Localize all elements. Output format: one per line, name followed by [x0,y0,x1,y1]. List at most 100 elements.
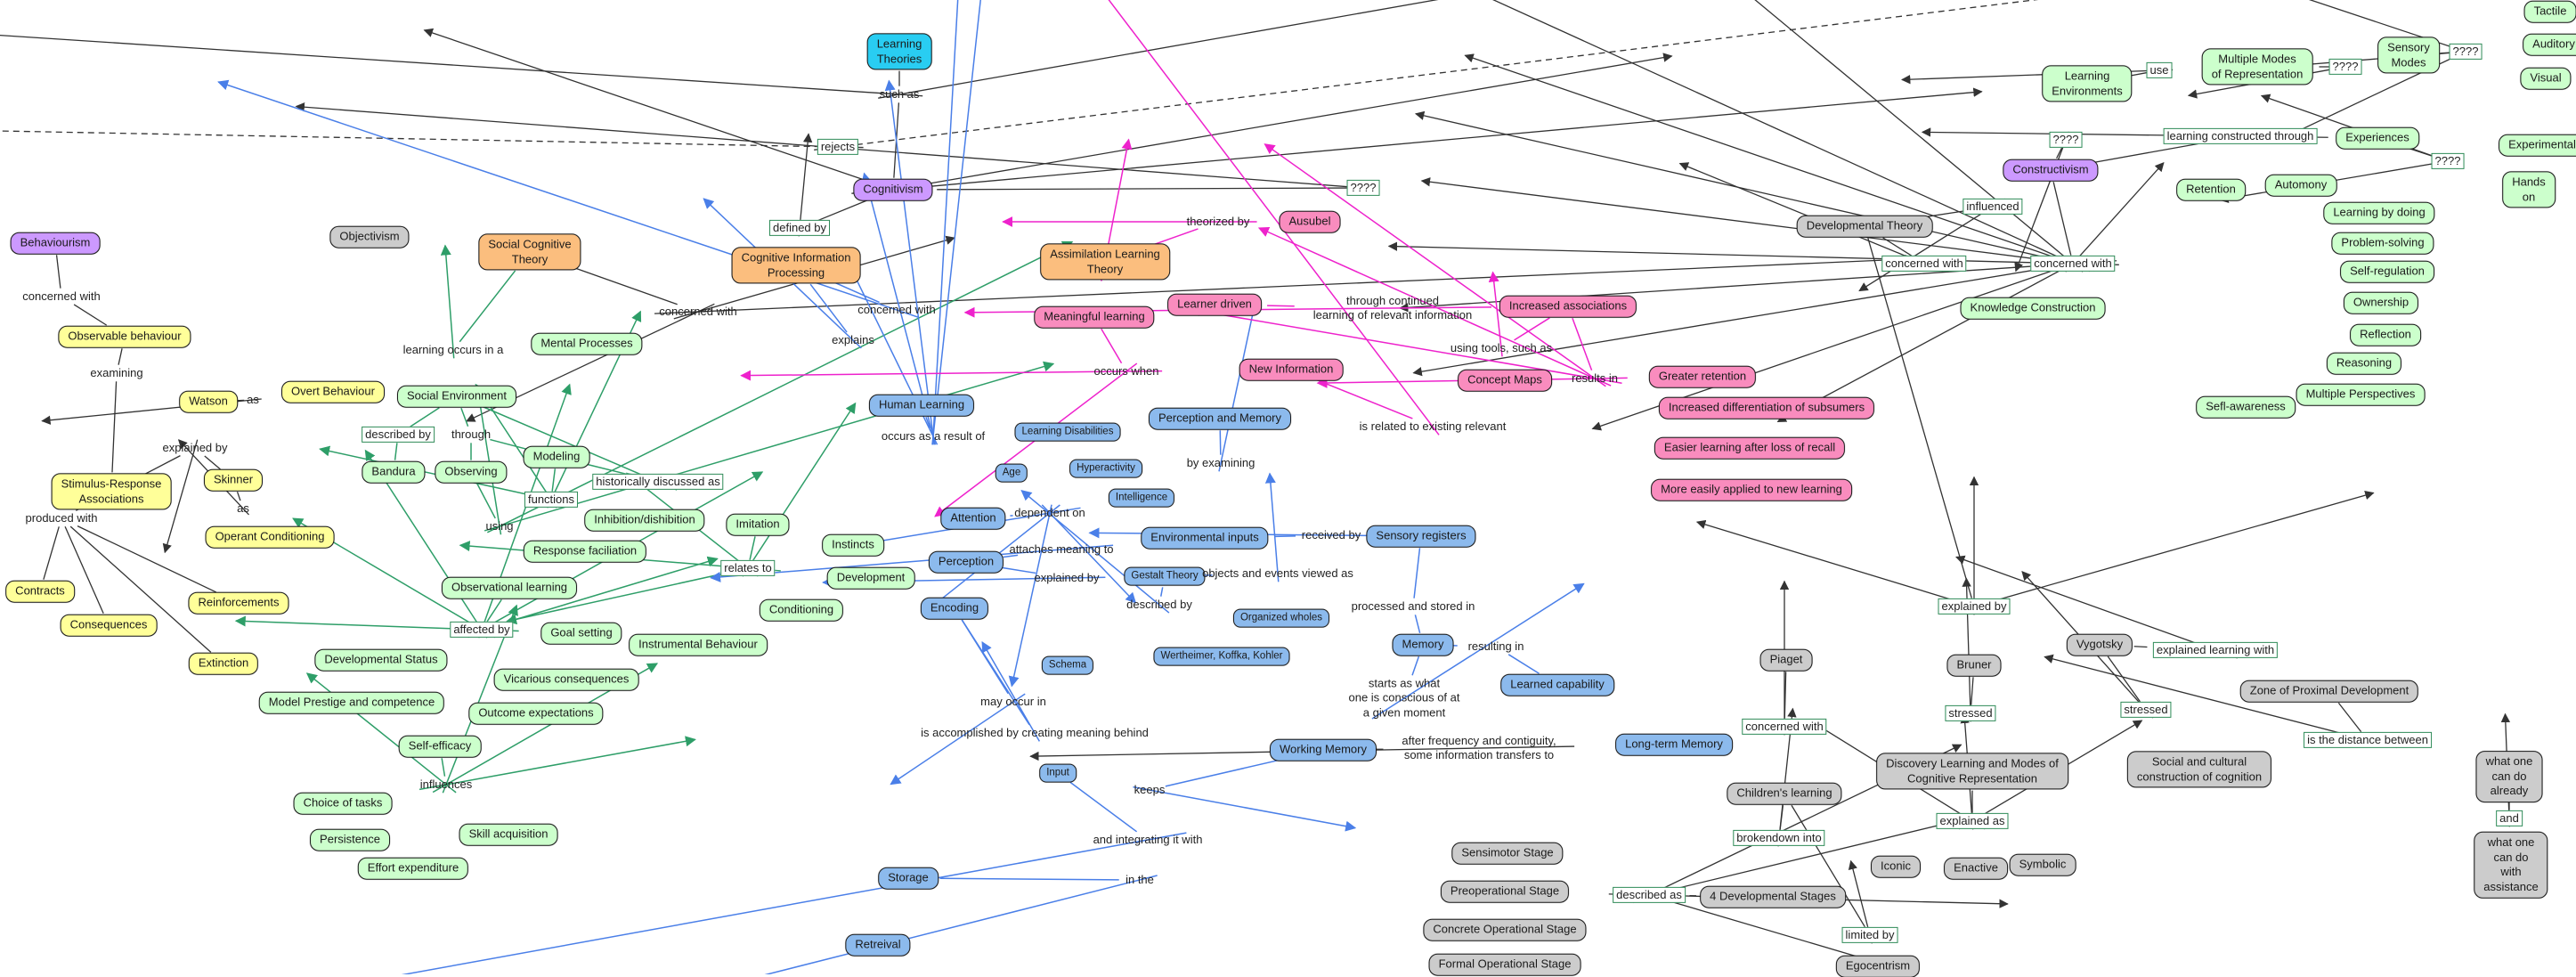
link-phrase-b25[interactable]: stressed [2120,702,2171,718]
link-phrase-l4[interactable]: as [245,393,261,407]
constructivism-node[interactable]: Constructivism [2003,159,2098,182]
skinner-node[interactable]: Skinner [204,469,263,492]
concrete-operational-node[interactable]: Concrete Operational Stage [1423,919,1586,941]
contracts-node[interactable]: Contracts [5,581,75,603]
link-phrase-l15[interactable]: theorized by [1185,215,1252,229]
link-phrase-l5[interactable]: explained by [161,441,230,455]
developmental-theory-node[interactable]: Developmental Theory [1797,216,1933,238]
instrumental-behaviour-node[interactable]: Instrumental Behaviour [629,634,768,656]
link-phrase-l11[interactable]: influences [418,778,475,792]
mental-processes-node[interactable]: Mental Processes [531,333,642,355]
meaningful-learning-node[interactable]: Meaningful learning [1034,306,1154,329]
intelligence-node[interactable]: Intelligence [1109,489,1174,508]
observing-node[interactable]: Observing [435,461,507,484]
link-phrase-b7[interactable]: relates to [720,560,775,576]
extinction-node[interactable]: Extinction [189,653,258,675]
overt-behaviour-node[interactable]: Overt Behaviour [281,381,385,403]
link-phrase-b14[interactable]: ???? [2329,59,2362,75]
observational-learning-node[interactable]: Observational learning [442,577,577,599]
increased-associations-node[interactable]: Increased associations [1499,296,1637,318]
encoding-node[interactable]: Encoding [921,598,988,620]
tactile-node[interactable]: Tactile [2524,1,2576,23]
social-cultural-node[interactable]: Social and cultural construction of cogn… [2127,751,2271,787]
link-phrase-b17[interactable]: ???? [2432,153,2465,169]
learned-capability-node[interactable]: Learned capability [1500,674,1614,696]
behaviourism-node[interactable]: Behaviourism [11,232,101,255]
modeling-node[interactable]: Modeling [524,446,590,468]
auditory-node[interactable]: Auditory [2523,34,2576,56]
link-phrase-l1[interactable]: such as [878,87,922,102]
what-already-node[interactable]: what one can do already [2476,751,2543,802]
link-phrase-l36[interactable]: and integrating it with [1092,833,1205,847]
link-phrase-b18[interactable]: explained by [1938,598,2011,615]
stimulus-response-node[interactable]: Stimulus-Response Associations [52,473,172,509]
easier-learning-node[interactable]: Easier learning after loss of recall [1654,437,1845,460]
conditioning-node[interactable]: Conditioning [760,599,843,622]
experimental-node[interactable]: Experimental [2499,134,2576,157]
assimilation-learning-theory-node[interactable]: Assimilation Learning Theory [1040,243,1170,280]
link-phrase-l30[interactable]: resulting in [1467,639,1526,654]
knowledge-construction-node[interactable]: Knowledge Construction [1961,297,2106,320]
piaget-node[interactable]: Piaget [1760,649,1813,672]
link-phrase-l29[interactable]: processed and stored in [1350,599,1477,614]
link-phrase-b16[interactable]: learning constructed through [2164,128,2318,144]
automony-node[interactable]: Automony [2265,175,2337,197]
self-regulation-node[interactable]: Self-regulation [2340,261,2434,283]
learning-theories-node[interactable]: Learning Theories [867,33,932,69]
link-phrase-b15[interactable]: ???? [2450,44,2483,60]
link-phrase-l6[interactable]: as [235,501,251,516]
link-phrase-l14[interactable]: explains [830,333,876,347]
link-phrase-l22[interactable]: dependent on [1012,506,1087,520]
link-phrase-l23[interactable]: by examining [1185,456,1257,470]
link-phrase-b13[interactable]: use [2147,62,2173,78]
learner-driven-node[interactable]: Learner driven [1167,294,1262,316]
instincts-node[interactable]: Instincts [822,534,884,557]
four-dev-stages-node[interactable]: 4 Developmental Stages [1700,886,1846,908]
experiences-node[interactable]: Experiences [2336,127,2419,150]
link-phrase-b28[interactable]: and [2496,810,2523,826]
memory-node[interactable]: Memory [1393,634,1454,656]
learning-environments-node[interactable]: Learning Environments [2042,65,2132,102]
vicarious-consequences-node[interactable]: Vicarious consequences [494,669,639,691]
link-phrase-b24[interactable]: explained as [1937,813,2009,829]
attention-node[interactable]: Attention [940,508,1005,530]
imitation-node[interactable]: Imitation [726,514,789,536]
reinforcements-node[interactable]: Reinforcements [188,592,288,615]
perception-node[interactable]: Perception [929,551,1004,574]
environmental-inputs-node[interactable]: Environmental inputs [1141,527,1268,550]
link-phrase-l24[interactable]: attaches meaning to [1007,542,1115,557]
bruner-node[interactable]: Bruner [1946,655,2001,677]
watson-node[interactable]: Watson [179,391,238,413]
objectivism-node[interactable]: Objectivism [329,226,409,248]
long-term-memory-node[interactable]: Long-term Memory [1615,734,1733,756]
new-information-node[interactable]: New Information [1239,359,1344,381]
cognitivism-node[interactable]: Cognitivism [853,179,932,201]
link-phrase-b10[interactable]: concerned with [1881,256,1966,272]
link-phrase-b27[interactable]: is the distance between [2304,732,2432,748]
storage-node[interactable]: Storage [878,867,939,890]
more-easily-applied-node[interactable]: More easily applied to new learning [1651,479,1852,501]
working-memory-node[interactable]: Working Memory [1270,739,1377,761]
skill-acquisition-node[interactable]: Skill acquisition [459,824,558,846]
link-phrase-b6[interactable]: historically discussed as [592,474,723,490]
link-phrase-b19[interactable]: concerned with [1742,719,1826,735]
multiple-modes-node[interactable]: Multiple Modes of Representation [2202,48,2313,85]
link-phrase-b2[interactable]: defined by [769,220,830,236]
outcome-expectations-node[interactable]: Outcome expectations [468,703,603,725]
link-phrase-l32[interactable]: after frequency and contiguity, some inf… [1400,734,1557,763]
input-node[interactable]: Input [1039,764,1077,783]
reasoning-node[interactable]: Reasoning [2327,353,2401,375]
concept-maps-node[interactable]: Concept Maps [1458,370,1552,392]
link-phrase-b11[interactable]: concerned with [2030,256,2115,272]
formal-operational-node[interactable]: Formal Operational Stage [1429,954,1581,976]
link-phrase-l10[interactable]: using [484,519,515,533]
retreival-node[interactable]: Retreival [845,934,910,957]
sensimotor-node[interactable]: Sensimotor Stage [1451,843,1563,865]
problem-solving-node[interactable]: Problem-solving [2331,232,2434,255]
enactive-node[interactable]: Enactive [1944,858,2008,880]
link-phrase-b9[interactable]: influenced [1962,199,2022,215]
link-phrase-l31[interactable]: starts as what one is conscious of at a … [1346,677,1461,721]
link-phrase-l33[interactable]: keeps [1133,783,1167,797]
greater-retention-node[interactable]: Greater retention [1649,366,1756,388]
model-prestige-node[interactable]: Model Prestige and competence [259,692,444,714]
